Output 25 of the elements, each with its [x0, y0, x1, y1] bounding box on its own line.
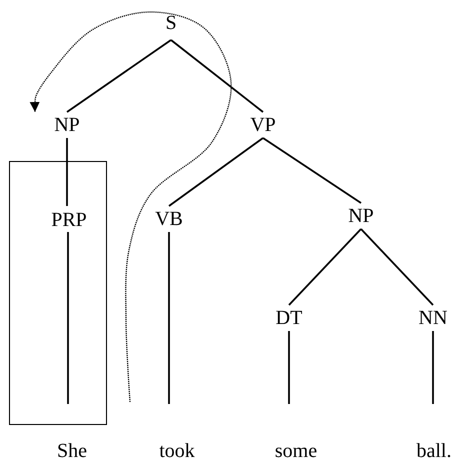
- tree-branch: [432, 331, 434, 404]
- tree-label: NP: [53, 113, 81, 138]
- word-label: took: [158, 439, 196, 464]
- tree-branch: [262, 137, 362, 204]
- tree-branch: [168, 232, 170, 404]
- tree-branch: [67, 232, 69, 404]
- tree-label: PRP: [50, 208, 88, 233]
- movement-arrow: [30, 11, 232, 402]
- tree-label: DT: [274, 306, 304, 331]
- tree-branch: [168, 137, 264, 207]
- tree-label: VP: [249, 113, 277, 138]
- tree-branch: [66, 39, 172, 113]
- word-label: ball.: [416, 439, 452, 464]
- word-label: She: [56, 439, 88, 464]
- tree-label: S: [164, 11, 178, 36]
- tree-label: NP: [347, 204, 375, 229]
- tree-branch: [170, 39, 264, 113]
- tree-label: NN: [418, 306, 448, 331]
- tree-branch: [66, 138, 68, 206]
- word-label: some: [274, 439, 318, 464]
- tree-branch: [288, 331, 290, 404]
- bracket-frame: [9, 161, 107, 425]
- tree-branch: [288, 228, 362, 306]
- tree-label: VB: [154, 207, 184, 232]
- tree-branch: [360, 228, 434, 306]
